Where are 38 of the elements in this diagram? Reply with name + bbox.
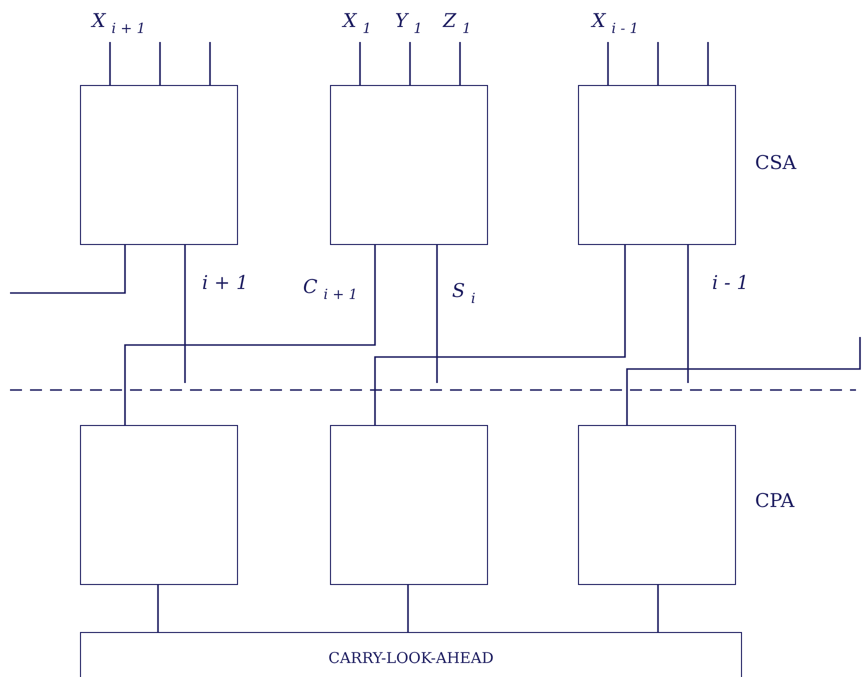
- connector-line: [436, 245, 438, 383]
- connector-line: [374, 245, 626, 425]
- input-label: X$_{1}$: [343, 10, 372, 37]
- input-label: X$_{i - 1}$: [592, 10, 639, 37]
- connector-line: [209, 42, 211, 85]
- input-label: Z$_{1}$: [443, 10, 472, 37]
- adder-box: [80, 425, 238, 585]
- connector-line: [657, 585, 659, 632]
- bit-label: i - 1: [712, 272, 749, 294]
- carry-label: C$_{i + 1}$: [303, 276, 358, 303]
- adder-box: [578, 425, 736, 585]
- connector-line: [124, 245, 376, 425]
- connector-line: [109, 42, 111, 85]
- connector-line: [607, 42, 609, 85]
- connector-line: [657, 42, 659, 85]
- connector-line: [409, 42, 411, 85]
- connector-line: [184, 245, 186, 383]
- adder-box: [330, 425, 488, 585]
- connector-line: [157, 585, 159, 632]
- input-label: X$_{i + 1}$: [92, 10, 146, 37]
- bus-block: [80, 632, 742, 677]
- stage-label: CSA: [755, 152, 796, 174]
- adder-box: [330, 85, 488, 245]
- adder-box: [80, 85, 238, 245]
- connector-line: [626, 337, 861, 425]
- adder-box: [578, 85, 736, 245]
- connector-line: [707, 42, 709, 85]
- connector-line: [359, 42, 361, 85]
- stage-label: CPA: [755, 490, 794, 512]
- block-label: CARRY-LOOK-AHEAD: [328, 648, 494, 666]
- connector-line: [407, 585, 409, 632]
- connector-line: [10, 245, 126, 294]
- input-label: Y$_{1}$: [395, 10, 422, 37]
- sum-label: S$_{i}$: [452, 280, 476, 307]
- connector-line: [459, 42, 461, 85]
- bit-label: i + 1: [202, 272, 248, 294]
- connector-line: [159, 42, 161, 85]
- connector-line: [687, 245, 689, 383]
